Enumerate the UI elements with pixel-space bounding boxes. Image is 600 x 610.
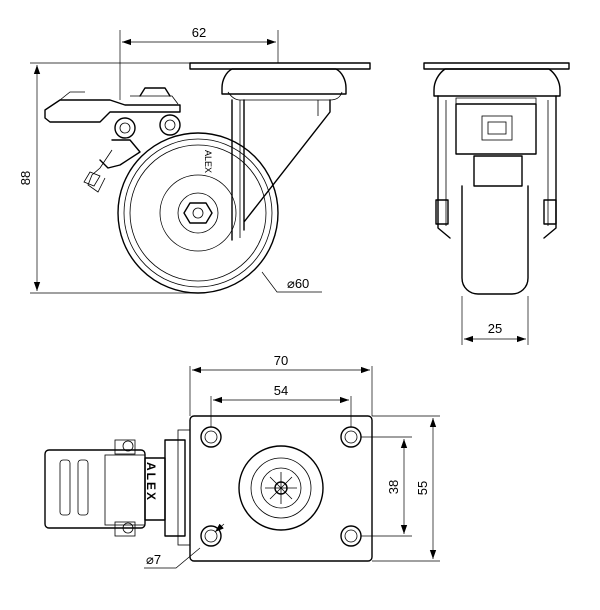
mount-hole-bottom-right xyxy=(340,525,362,547)
brake-pivot-1 xyxy=(114,117,136,139)
mount-hole-top-right xyxy=(340,426,362,448)
brake-lever-top xyxy=(44,429,191,546)
wheel-side xyxy=(117,132,279,294)
axle-nut-side xyxy=(183,202,213,224)
mounting-plate-side xyxy=(189,62,371,70)
fork-side xyxy=(231,99,331,241)
dim-label-25: 25 xyxy=(488,321,502,336)
swivel-housing-side xyxy=(221,68,347,95)
brake-pedal-front xyxy=(473,155,523,187)
wheel-front xyxy=(461,185,529,295)
mount-hole-top-left xyxy=(200,426,222,448)
axle-nut-left xyxy=(435,199,449,225)
brake-block-front xyxy=(455,103,537,155)
dim-label-38: 38 xyxy=(386,480,401,494)
leader-wheel-diameter xyxy=(261,271,322,293)
dim-label-88: 88 xyxy=(18,171,33,185)
lever-brand-mark: ALEX xyxy=(144,462,158,502)
leader-hole-arrow xyxy=(214,523,225,533)
fork-legs-front xyxy=(437,95,557,239)
dim-label-54: 54 xyxy=(274,383,288,398)
leader-hole-diameter xyxy=(144,547,201,569)
mount-hole-bottom-left xyxy=(200,525,222,547)
brake-pivot-2 xyxy=(159,114,181,136)
front-view: 25 xyxy=(423,62,570,345)
hub-brand-mark: ALEX xyxy=(203,150,213,173)
top-view: ALEX 70 54 38 55 ⌀7 xyxy=(44,353,440,569)
dim-label-wheel-diameter: ⌀60 xyxy=(287,276,309,291)
dim-label-70: 70 xyxy=(274,353,288,368)
dim-label-55: 55 xyxy=(415,481,430,495)
mounting-plate-front xyxy=(423,62,570,70)
axle-nut-right xyxy=(543,199,557,225)
dim-label-62: 62 xyxy=(192,25,206,40)
center-rivet-top xyxy=(238,445,324,531)
dim-label-hole-diameter: ⌀7 xyxy=(146,552,161,567)
swivel-housing-front xyxy=(433,68,561,97)
brake-lever-side xyxy=(44,87,181,193)
side-view: ALEX 62 88 ⌀60 xyxy=(18,25,371,294)
